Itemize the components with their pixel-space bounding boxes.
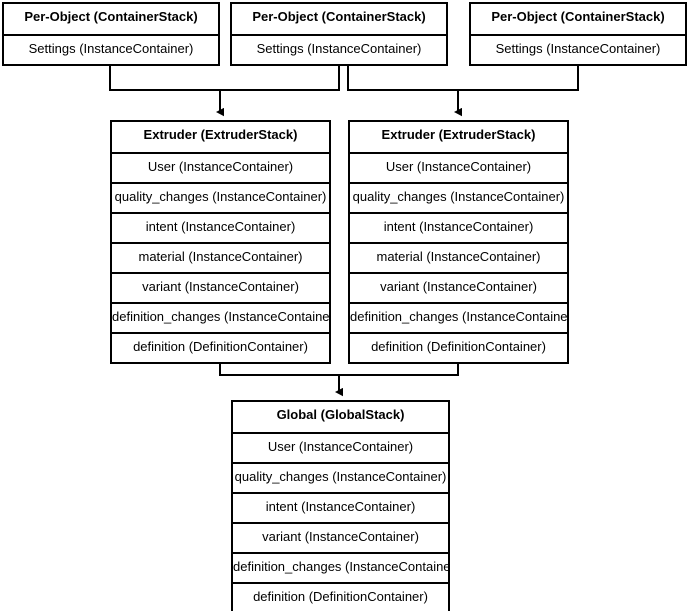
node-row-definition: definition (DefinitionContainer) bbox=[112, 332, 329, 362]
node-row-user: User (InstanceContainer) bbox=[233, 432, 448, 462]
node-global[interactable]: Global (GlobalStack) User (InstanceConta… bbox=[231, 400, 450, 611]
node-header: Per-Object (ContainerStack) bbox=[4, 4, 218, 34]
node-row-definition: definition (DefinitionContainer) bbox=[350, 332, 567, 362]
node-row-settings: Settings (InstanceContainer) bbox=[232, 34, 446, 64]
node-header: Global (GlobalStack) bbox=[233, 402, 448, 432]
node-row-definition-changes: definition_changes (InstanceContainer) bbox=[233, 552, 448, 582]
node-per-object-1[interactable]: Per-Object (ContainerStack) Settings (In… bbox=[2, 2, 220, 66]
node-row-material: material (InstanceContainer) bbox=[350, 242, 567, 272]
node-header: Per-Object (ContainerStack) bbox=[232, 4, 446, 34]
node-row-user: User (InstanceContainer) bbox=[350, 152, 567, 182]
node-per-object-3[interactable]: Per-Object (ContainerStack) Settings (In… bbox=[469, 2, 687, 66]
node-extruder-2[interactable]: Extruder (ExtruderStack) User (InstanceC… bbox=[348, 120, 569, 364]
node-row-variant: variant (InstanceContainer) bbox=[350, 272, 567, 302]
node-row-intent: intent (InstanceContainer) bbox=[233, 492, 448, 522]
node-extruder-1[interactable]: Extruder (ExtruderStack) User (InstanceC… bbox=[110, 120, 331, 364]
node-row-definition-changes: definition_changes (InstanceContainer) bbox=[112, 302, 329, 332]
node-row-user: User (InstanceContainer) bbox=[112, 152, 329, 182]
node-header: Per-Object (ContainerStack) bbox=[471, 4, 685, 34]
node-row-quality-changes: quality_changes (InstanceContainer) bbox=[350, 182, 567, 212]
node-row-definition: definition (DefinitionContainer) bbox=[233, 582, 448, 611]
node-row-variant: variant (InstanceContainer) bbox=[233, 522, 448, 552]
node-row-quality-changes: quality_changes (InstanceContainer) bbox=[233, 462, 448, 492]
node-row-intent: intent (InstanceContainer) bbox=[350, 212, 567, 242]
node-per-object-2[interactable]: Per-Object (ContainerStack) Settings (In… bbox=[230, 2, 448, 66]
node-header: Extruder (ExtruderStack) bbox=[112, 122, 329, 152]
node-row-intent: intent (InstanceContainer) bbox=[112, 212, 329, 242]
node-row-quality-changes: quality_changes (InstanceContainer) bbox=[112, 182, 329, 212]
node-row-material: material (InstanceContainer) bbox=[112, 242, 329, 272]
node-row-variant: variant (InstanceContainer) bbox=[112, 272, 329, 302]
node-row-settings: Settings (InstanceContainer) bbox=[471, 34, 685, 64]
node-row-settings: Settings (InstanceContainer) bbox=[4, 34, 218, 64]
node-row-definition-changes: definition_changes (InstanceContainer) bbox=[350, 302, 567, 332]
node-header: Extruder (ExtruderStack) bbox=[350, 122, 567, 152]
